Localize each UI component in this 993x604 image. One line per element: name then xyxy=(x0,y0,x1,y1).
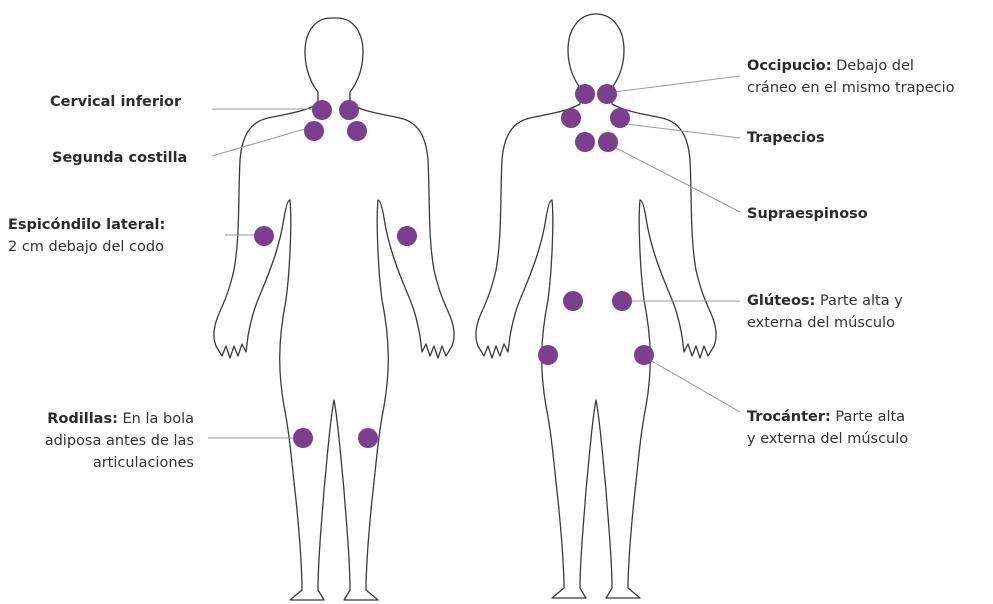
label-gluteos-desc1: Parte alta y xyxy=(815,293,902,309)
tender-point-cervical-right xyxy=(339,100,359,120)
leader-trapecios xyxy=(626,124,740,138)
label-occipucio: Occipucio: Debajo del cráneo en el mismo… xyxy=(747,55,955,99)
label-trocanter-desc1: Parte alta xyxy=(831,409,905,425)
label-trapecios: Trapecios xyxy=(747,127,825,149)
leader-costilla xyxy=(212,128,308,156)
label-trocanter-name: Trocánter: xyxy=(747,409,831,425)
tender-point-supraespinoso-left xyxy=(575,132,595,152)
label-occipucio-desc1: Debajo del xyxy=(832,58,914,74)
leader-trocanter xyxy=(650,360,740,412)
label-gluteos-name: Glúteos: xyxy=(747,293,815,309)
label-epicondilo-desc: 2 cm debajo del codo xyxy=(8,239,164,255)
label-rodillas-desc3: articulaciones xyxy=(93,455,194,471)
label-occipucio-name: Occipucio: xyxy=(747,58,832,74)
tender-point-trapecio-right xyxy=(610,108,630,128)
leader-occipucio xyxy=(614,76,740,92)
tender-point-trocanter-right xyxy=(634,345,654,365)
back-body-figure xyxy=(476,14,716,598)
tender-point-trocanter-left xyxy=(538,345,558,365)
label-gluteos: Glúteos: Parte alta y externa del múscul… xyxy=(747,290,903,334)
tender-point-cervical-left xyxy=(312,100,332,120)
back-body-outline xyxy=(476,14,716,598)
label-rodillas-name: Rodillas: xyxy=(47,411,118,427)
tender-point-gluteo-left xyxy=(563,291,583,311)
label-epicondilo: Espicóndilo lateral: 2 cm debajo del cod… xyxy=(8,214,165,258)
label-costilla-name: Segunda costilla xyxy=(52,150,187,166)
label-epicondilo-name: Espicóndilo lateral: xyxy=(8,217,165,233)
label-rodillas-desc1: En la bola xyxy=(118,411,194,427)
label-supraespinoso: Supraespinoso xyxy=(747,203,868,225)
tender-point-supraespinoso-right xyxy=(598,132,618,152)
label-occipucio-desc2: cráneo en el mismo trapecio xyxy=(747,80,955,96)
front-tender-points xyxy=(254,100,417,448)
leader-lines xyxy=(208,76,740,438)
front-body-outline xyxy=(214,18,454,600)
tender-point-costilla-left xyxy=(304,121,324,141)
tender-point-costilla-right xyxy=(347,121,367,141)
label-rodillas-desc2: adiposa antes de las xyxy=(45,433,194,449)
tender-point-epicondilo-left xyxy=(254,226,274,246)
label-rodillas: Rodillas: En la bola adiposa antes de la… xyxy=(0,408,194,474)
leader-supraespinoso xyxy=(616,148,740,212)
label-supraespinoso-name: Supraespinoso xyxy=(747,206,868,222)
tender-point-rodilla-left xyxy=(293,428,313,448)
label-gluteos-desc2: externa del músculo xyxy=(747,315,895,331)
label-trapecios-name: Trapecios xyxy=(747,130,825,146)
front-body-figure xyxy=(214,18,454,600)
tender-point-rodilla-right xyxy=(358,428,378,448)
tender-point-epicondilo-right xyxy=(397,226,417,246)
tender-point-trapecio-left xyxy=(561,108,581,128)
tender-point-gluteo-right xyxy=(612,291,632,311)
label-trocanter-desc2: y externa del músculo xyxy=(747,431,908,447)
label-cervical: Cervical inferior xyxy=(50,91,181,113)
label-costilla: Segunda costilla xyxy=(52,147,187,169)
back-tender-points xyxy=(538,84,654,365)
label-cervical-name: Cervical inferior xyxy=(50,94,181,110)
label-trocanter: Trocánter: Parte alta y externa del músc… xyxy=(747,406,908,450)
tender-point-occipucio-right xyxy=(597,84,617,104)
tender-point-occipucio-left xyxy=(575,84,595,104)
